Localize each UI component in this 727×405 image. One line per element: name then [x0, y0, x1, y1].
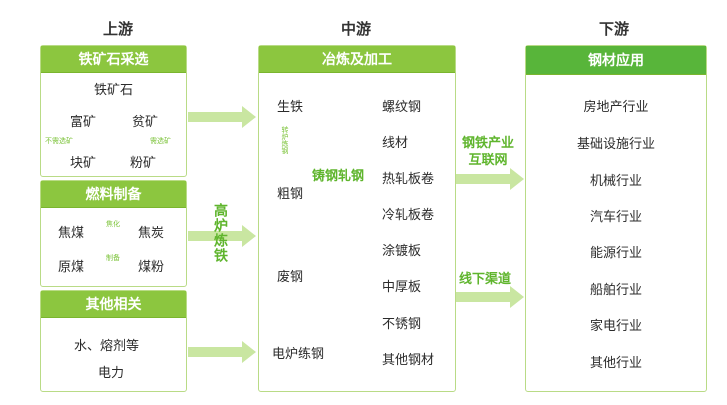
- product-wire-rod: 线材: [382, 136, 409, 151]
- iron-ore-node: 铁矿石: [94, 83, 134, 98]
- rich-ore-node: 富矿: [70, 115, 97, 130]
- coke-node: 焦炭: [138, 226, 165, 241]
- industry-other: 其他行业: [589, 356, 642, 371]
- steel-application-header: 钢材应用: [526, 46, 706, 75]
- online-channel-label: 钢铁产业互联网: [456, 135, 520, 169]
- industry-machinery: 机械行业: [589, 174, 642, 189]
- product-coated-sheet: 涂镀板: [382, 244, 422, 259]
- fuel-preparation-box: 燃料制备: [40, 180, 187, 287]
- smelting-processing-box: 冶炼及加工: [258, 45, 456, 392]
- product-stainless-steel: 不锈钢: [382, 317, 422, 332]
- coal-powder-node: 煤粉: [138, 260, 165, 275]
- converter-steelmaking-note: 转炉炼钢: [281, 126, 289, 154]
- online-channel-text: 钢铁产业互联网: [461, 136, 514, 168]
- industry-real-estate: 房地产行业: [583, 100, 649, 115]
- beneficiation-note: 需选矿: [150, 137, 171, 145]
- preparation-note: 制备: [106, 254, 120, 262]
- crude-steel-node: 粗钢: [277, 187, 304, 202]
- water-flux-node: 水、熔剂等: [74, 339, 140, 354]
- stage-title-midstream: 中游: [340, 20, 371, 38]
- casting-rolling-label: 铸钢轧钢: [312, 169, 365, 184]
- industry-energy: 能源行业: [589, 246, 642, 261]
- product-medium-plate: 中厚板: [382, 280, 422, 295]
- scrap-steel-node: 废钢: [277, 270, 304, 285]
- product-cold-rolled-coil: 冷轧板卷: [382, 208, 435, 223]
- stage-title-upstream: 上游: [102, 20, 133, 38]
- product-other-steel: 其他钢材: [382, 353, 435, 368]
- other-related-header: 其他相关: [41, 291, 186, 318]
- fuel-preparation-header: 燃料制备: [41, 181, 186, 208]
- product-rebar: 螺纹钢: [382, 100, 422, 115]
- offline-channel-label: 线下渠道: [459, 272, 512, 287]
- arrow-other-to-mid: [188, 341, 256, 363]
- coking-note: 焦化: [106, 220, 120, 228]
- steel-application-box: 钢材应用 房地产行业 基础设施行业 机械行业 汽车行业 能源行业 船舶行业 家电…: [525, 45, 707, 392]
- other-related-box: 其他相关: [40, 290, 187, 392]
- powder-ore-node: 粉矿: [130, 156, 157, 171]
- lump-ore-node: 块矿: [70, 156, 97, 171]
- arrow-fuel-to-mid: [188, 225, 256, 247]
- product-hot-rolled-coil: 热轧板卷: [382, 172, 435, 187]
- industry-shipbuilding: 船舶行业: [589, 283, 642, 298]
- electricity-node: 电力: [98, 366, 125, 381]
- industry-appliances: 家电行业: [589, 319, 642, 334]
- poor-ore-node: 贫矿: [132, 115, 159, 130]
- pig-iron-node: 生铁: [277, 100, 304, 115]
- electric-furnace-node: 电炉练钢: [272, 347, 325, 362]
- ore-mining-header: 铁矿石采选: [41, 46, 186, 73]
- arrow-online-channel: [454, 168, 524, 190]
- industry-automotive: 汽车行业: [589, 210, 642, 225]
- raw-coal-node: 原煤: [58, 260, 85, 275]
- arrow-ore-to-mid: [188, 106, 256, 128]
- ore-mining-box: 铁矿石采选: [40, 45, 187, 177]
- industry-infrastructure: 基础设施行业: [576, 137, 655, 152]
- arrow-offline-channel: [454, 286, 524, 308]
- stage-title-downstream: 下游: [598, 20, 629, 38]
- smelting-processing-header: 冶炼及加工: [259, 46, 455, 73]
- no-beneficiation-note: 不需选矿: [45, 137, 73, 145]
- coking-coal-node: 焦煤: [58, 226, 85, 241]
- blast-furnace-label: 高炉炼铁: [212, 203, 228, 263]
